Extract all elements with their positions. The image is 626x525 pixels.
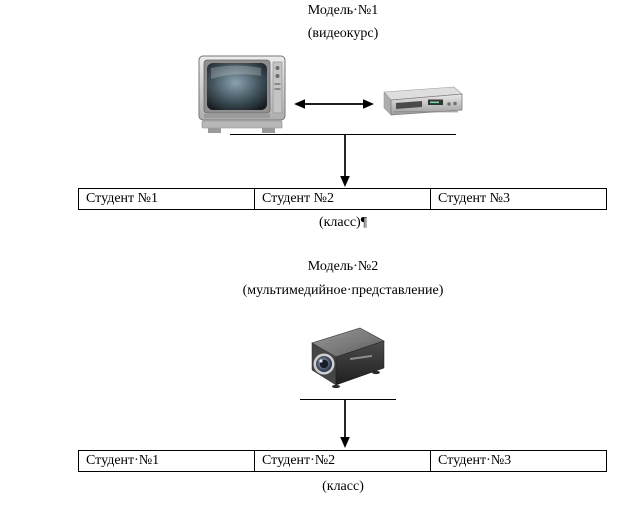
model1-down-arrow-icon: [339, 135, 351, 187]
student-cell: Студент №3: [430, 189, 606, 209]
model2-title: Модель·№2: [307, 259, 379, 274]
model2-down-arrow-icon: [339, 400, 351, 448]
student-cell: Студент·№1: [86, 453, 160, 468]
student-cell: Студент·№2: [254, 451, 430, 471]
model1-students-table: Студент №1 Студент №2 Студент №3: [78, 188, 607, 210]
tv-icon: [198, 55, 288, 135]
model1-bus-line: [230, 134, 456, 135]
student-cell: Студент·№3: [430, 451, 606, 471]
model2-students-table: Студент·№1 Студент·№2 Студент·№3: [78, 450, 607, 472]
model1-subtitle: (видеокурс): [307, 26, 379, 41]
model2-bus-line: [300, 399, 396, 400]
model2-subtitle: (мультимедийное·представление): [242, 283, 444, 298]
student-cell: Студент №2: [254, 189, 430, 209]
model2-class-label: (класс): [322, 479, 364, 494]
vcr-icon: [374, 84, 464, 120]
model1-title: Модель·№1: [307, 3, 379, 18]
student-cell: Студент №1: [86, 191, 159, 206]
double-arrow-icon: [294, 98, 374, 110]
projector-icon: [298, 320, 390, 394]
model1-class-label: (класс)¶: [318, 215, 368, 230]
